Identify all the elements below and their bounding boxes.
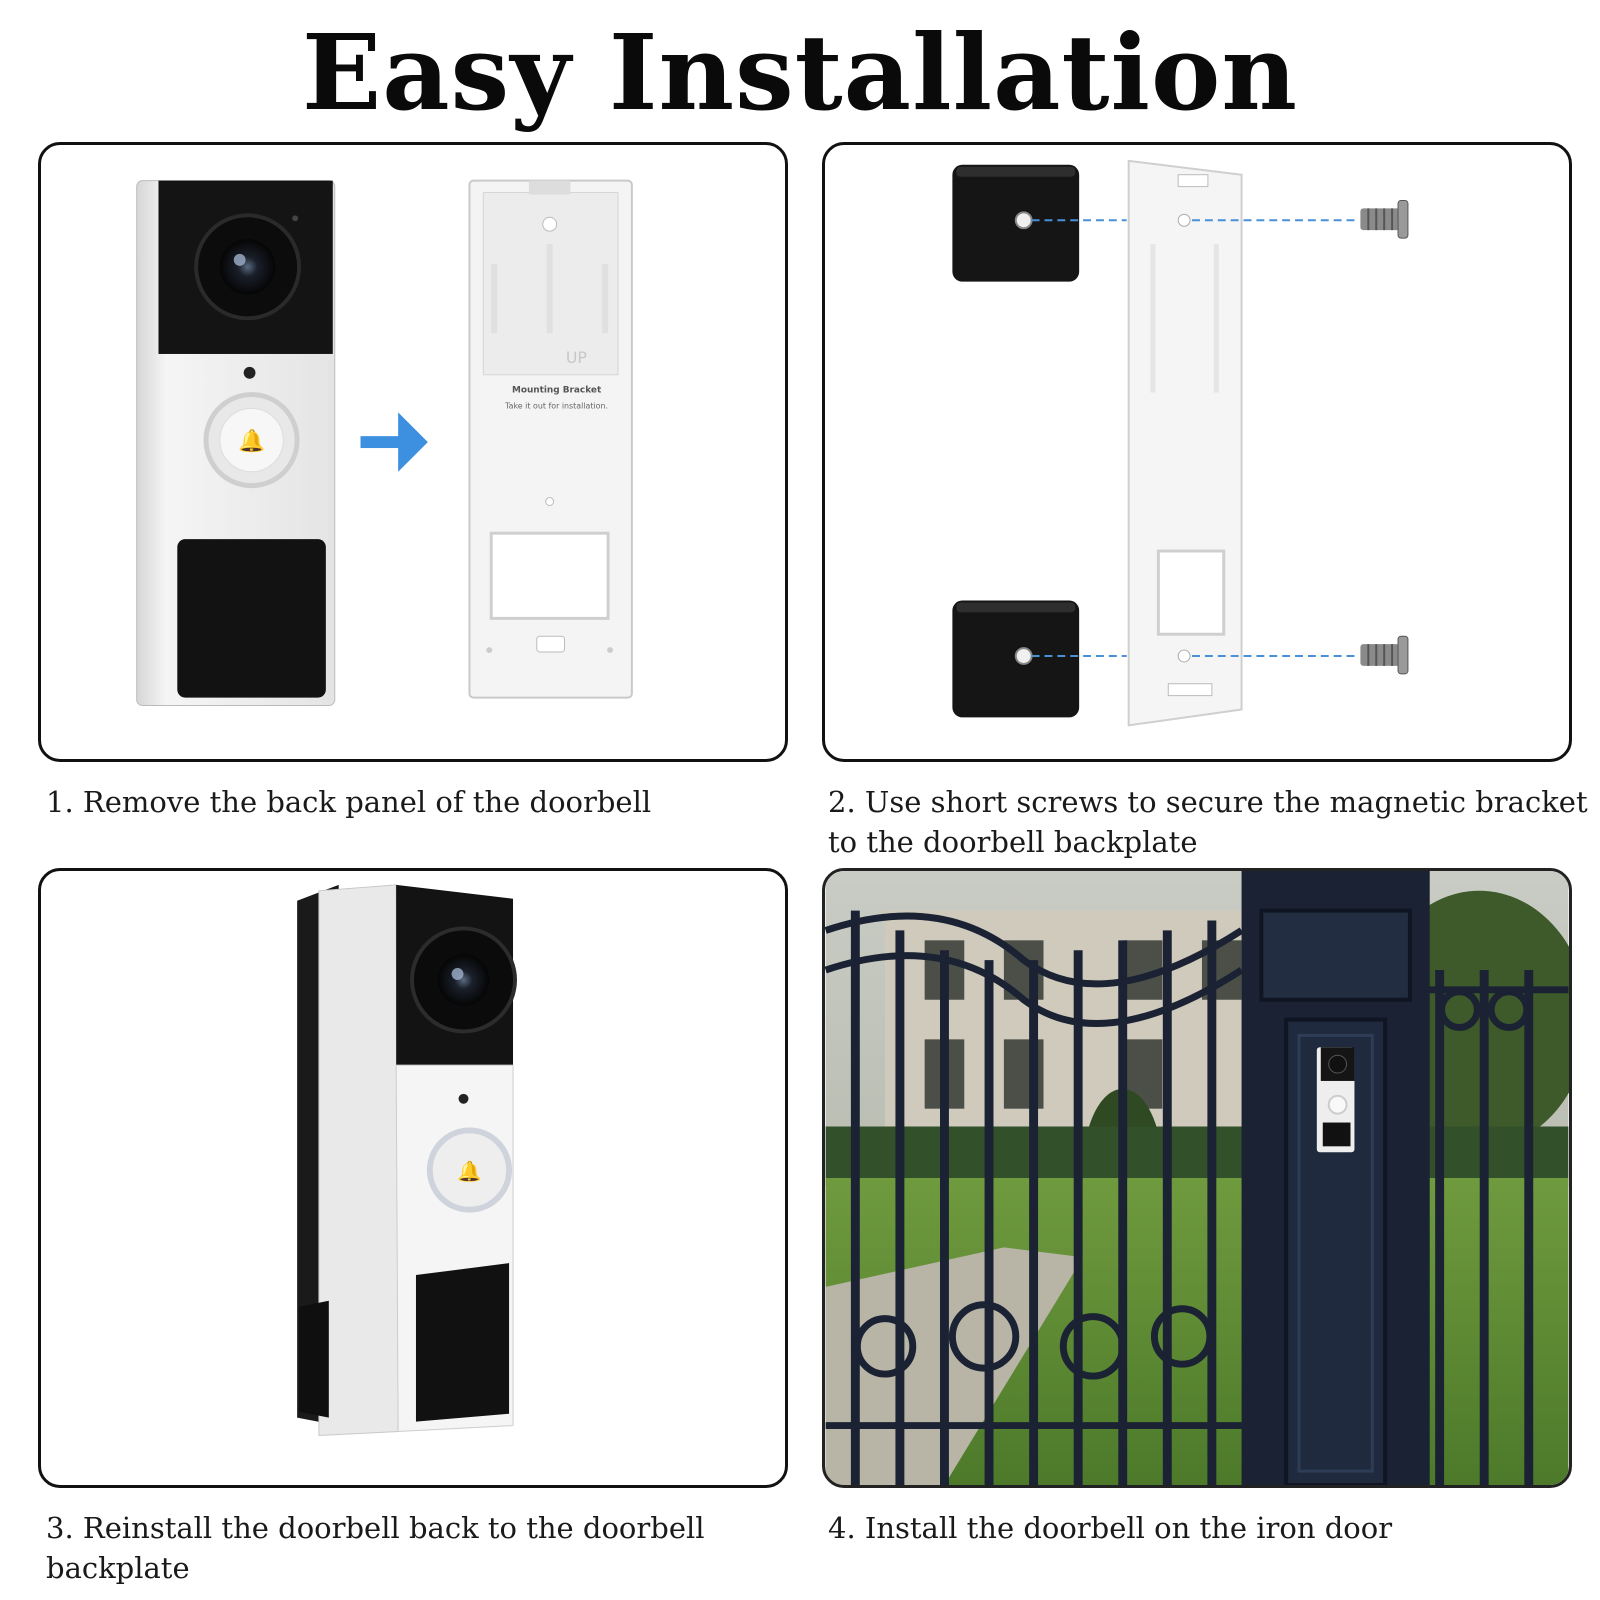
doorbell-installed: 🔔	[297, 884, 517, 1437]
page-title: Easy Installation	[301, 11, 1298, 134]
magnetic-bracket-bottom	[952, 600, 1080, 718]
arrow-right-icon	[360, 412, 428, 472]
mini-doorbell	[1316, 1047, 1355, 1153]
step-1-illustration: 🔔 UP Mounting Bracket Take it out for in…	[136, 179, 633, 707]
screw-bottom-icon	[1360, 635, 1409, 675]
step-3-illustration: 🔔	[297, 884, 517, 1437]
screw-top-icon	[1360, 199, 1409, 239]
doorbell-backplate	[1127, 159, 1243, 727]
gate-bars	[850, 910, 1534, 1485]
mounting-bracket: UP Mounting Bracket Take it out for inst…	[468, 179, 633, 699]
doorbell-front: 🔔	[136, 180, 336, 707]
dashed-guide-lines	[1031, 219, 1355, 657]
step-1-caption: 1. Remove the back panel of the doorbell	[46, 785, 652, 819]
step-1-panel: 🔔 UP Mounting Bracket Take it out for in…	[38, 142, 788, 762]
step-3-panel: 🔔	[38, 868, 788, 1488]
svg-text:🔔: 🔔	[238, 428, 265, 454]
bracket-note-label: Take it out for installation.	[504, 401, 608, 410]
svg-text:🔔: 🔔	[457, 1160, 482, 1183]
step-4-caption: 4. Install the doorbell on the iron door	[828, 1511, 1393, 1545]
step-4-panel	[822, 868, 1572, 1488]
step-2-panel	[822, 142, 1572, 762]
bracket-up-label: UP	[566, 348, 587, 367]
step-3-caption: 3. Reinstall the doorbell back to the do…	[46, 1511, 705, 1585]
bracket-title-label: Mounting Bracket	[512, 386, 602, 396]
iron-gate-photo	[825, 871, 1569, 1485]
step-2-caption: 2. Use short screws to secure the magnet…	[828, 785, 1588, 859]
magnetic-bracket-top	[952, 164, 1080, 282]
iron-post	[1241, 871, 1430, 1485]
step-2-illustration	[952, 159, 1409, 727]
